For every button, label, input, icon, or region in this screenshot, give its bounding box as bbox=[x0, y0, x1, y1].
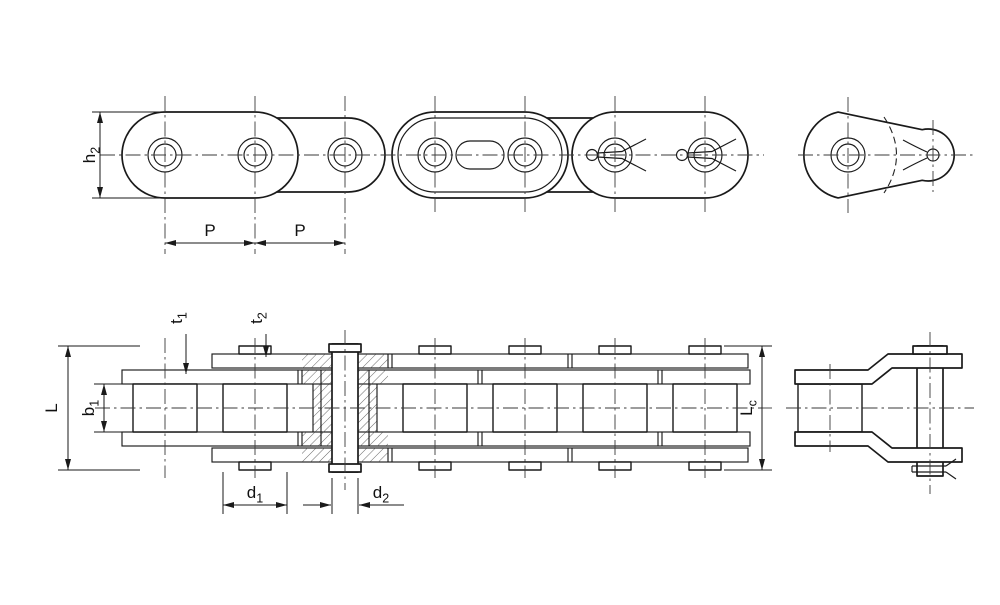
dim-t1: t1 bbox=[167, 312, 190, 374]
centerlines bbox=[95, 330, 772, 490]
dim-label-t1: t1 bbox=[167, 312, 190, 324]
dim-t2: t2 bbox=[247, 312, 270, 357]
dim-label-b1: b1 bbox=[79, 400, 102, 416]
view-side-elevation bbox=[100, 96, 764, 254]
outer-plate-band-top bbox=[211, 353, 749, 369]
centerlines bbox=[100, 96, 764, 254]
dim-label-p-1: P bbox=[204, 221, 215, 240]
dimension-annotations: h2 P P L b1 Lc bbox=[42, 111, 772, 514]
dim-pitch: P P bbox=[165, 221, 345, 246]
view-plate-end bbox=[798, 97, 974, 213]
outer-plate-band-bottom bbox=[211, 447, 749, 463]
hidden-edge bbox=[883, 116, 898, 194]
dim-label-l: L bbox=[42, 403, 61, 412]
roller-section bbox=[313, 384, 321, 432]
dim-lc: Lc bbox=[724, 345, 772, 471]
dim-d1: d1 bbox=[222, 472, 288, 514]
cotter-pin-icon bbox=[911, 458, 957, 480]
dim-label-lc: Lc bbox=[737, 400, 760, 416]
cranked-plate-top bbox=[794, 353, 963, 385]
dim-b1: b1 bbox=[79, 383, 136, 433]
inner-plate-band-top bbox=[121, 369, 751, 385]
dim-label-t2: t2 bbox=[247, 312, 270, 324]
inner-plate-band-bottom bbox=[121, 431, 751, 447]
centerlines bbox=[798, 97, 974, 213]
dim-l: L bbox=[42, 345, 140, 471]
spring-clip-slot bbox=[455, 140, 505, 170]
dim-d2: d2 bbox=[303, 478, 404, 514]
dim-label-h2: h2 bbox=[80, 147, 103, 163]
view-cranked-link-end bbox=[786, 332, 974, 494]
centerlines bbox=[786, 332, 974, 494]
dim-label-d2: d2 bbox=[373, 483, 389, 506]
dim-h2: h2 bbox=[80, 111, 168, 199]
cranked-plate-bottom bbox=[794, 431, 963, 463]
roller-section bbox=[369, 384, 377, 432]
dim-label-p-2: P bbox=[294, 221, 305, 240]
dim-label-d1: d1 bbox=[247, 483, 263, 506]
view-plan-section bbox=[95, 330, 772, 490]
